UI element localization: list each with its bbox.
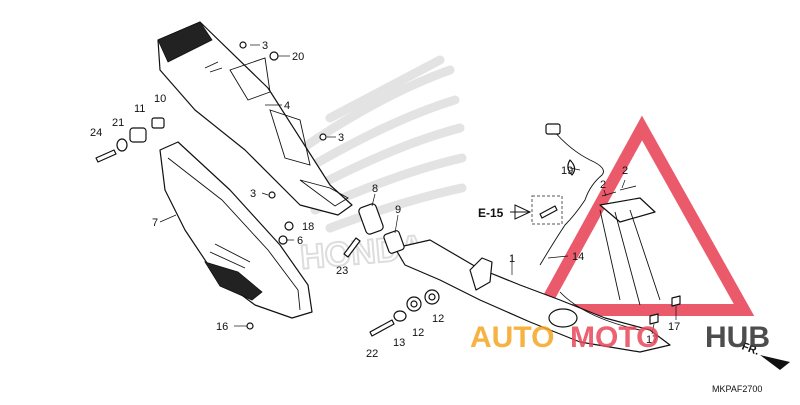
muffler-cover	[157, 21, 353, 216]
diagram-code: MKPAF2700	[712, 384, 762, 394]
washer-13	[393, 310, 407, 322]
gasket-8	[358, 203, 384, 235]
callout-2b: 2	[600, 179, 606, 191]
clip-3	[239, 41, 327, 199]
nut-6	[278, 235, 288, 245]
callout-labels: 1 2 2 3 3 3 4 6 7 8 9 10 11 12 12 13 14 …	[90, 40, 680, 360]
leader-lines	[159, 44, 677, 335]
bolt-24	[95, 149, 117, 163]
watermark-triangle	[531, 115, 755, 316]
gasket-9	[383, 230, 405, 254]
washer-12b	[406, 296, 422, 312]
sensor-harness	[539, 123, 604, 266]
front-direction-label: FR.	[740, 341, 761, 358]
collar-10	[151, 117, 165, 129]
collar-12	[424, 289, 440, 305]
bolt-16	[246, 322, 254, 330]
bracket-17	[649, 295, 681, 325]
callout-17b: 17	[646, 334, 658, 346]
reference-label: E-15	[478, 206, 504, 220]
exhaust-pipe	[394, 197, 671, 353]
callout-14: 14	[572, 251, 584, 263]
nut-18	[284, 221, 294, 231]
washer-21	[116, 138, 128, 152]
callout-20: 20	[292, 51, 304, 63]
callout-7: 7	[152, 217, 158, 229]
watermark-part-hub: HUB	[705, 321, 770, 354]
callout-10: 10	[154, 93, 166, 105]
callout-13: 13	[393, 337, 405, 349]
callout-3a: 3	[262, 40, 268, 52]
front-direction-arrow	[760, 355, 790, 370]
callout-11: 11	[134, 103, 145, 115]
callout-9: 9	[395, 204, 401, 216]
callout-16: 16	[216, 321, 228, 333]
automotohub-watermark: AUTO MOTO HUB	[470, 321, 770, 354]
callout-22: 22	[366, 348, 378, 360]
bolt-23	[343, 237, 361, 258]
callout-3c: 3	[250, 188, 256, 200]
callout-2a: 2	[622, 165, 628, 177]
callout-6: 6	[297, 235, 303, 247]
callout-19: 19	[561, 165, 573, 177]
callout-1: 1	[509, 253, 515, 265]
callout-3b: 3	[338, 132, 344, 144]
callout-12a: 12	[432, 313, 444, 325]
watermark-part-moto: MOTO	[570, 321, 659, 354]
heat-shield	[159, 141, 313, 319]
bolt-22	[369, 319, 395, 337]
spring-2	[601, 185, 637, 197]
callout-8: 8	[372, 183, 378, 195]
callout-24: 24	[90, 127, 102, 139]
watermark-part-auto: AUTO	[470, 321, 554, 354]
nut-20	[269, 51, 279, 61]
callout-4: 4	[284, 100, 290, 112]
callout-21: 21	[112, 117, 124, 129]
grommet-11	[129, 127, 147, 143]
callout-17a: 17	[668, 321, 680, 333]
reference-e15	[510, 195, 563, 225]
callout-18: 18	[302, 221, 314, 233]
callout-23: 23	[336, 265, 348, 277]
callout-12b: 12	[412, 327, 424, 339]
